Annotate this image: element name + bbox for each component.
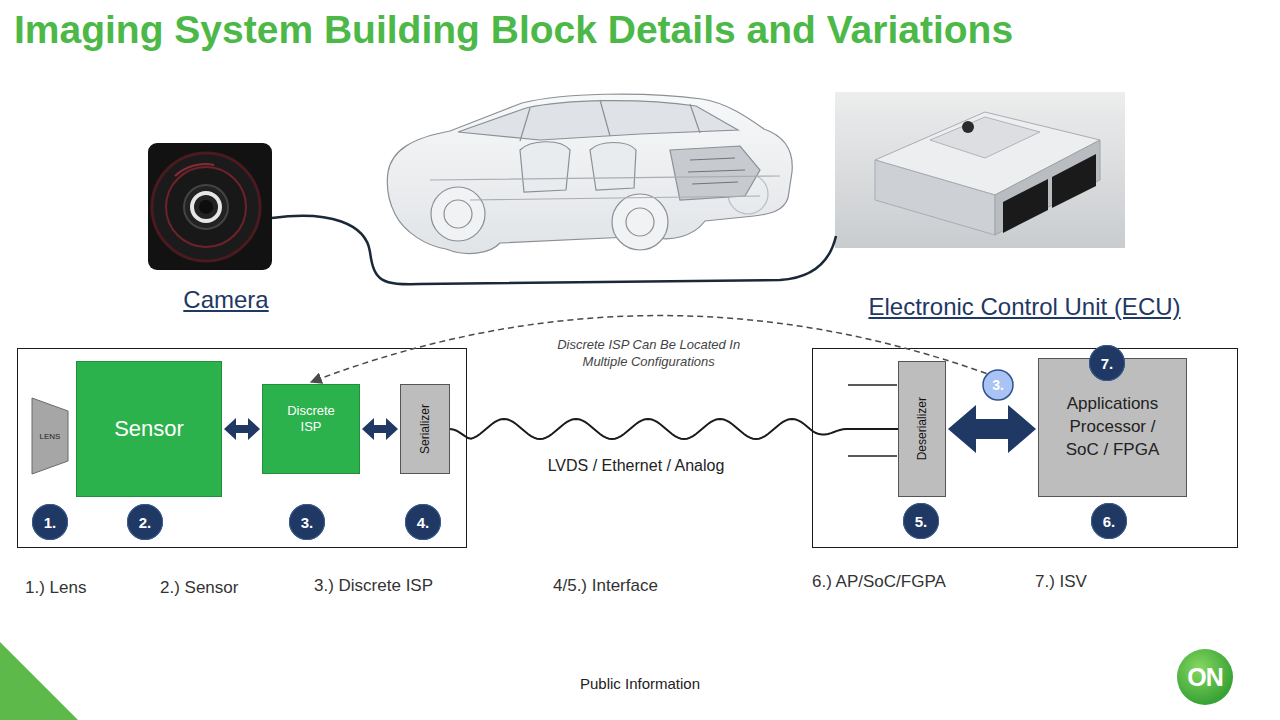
node-label: Serializer	[418, 404, 432, 454]
isp-option-circle: 3.	[982, 369, 1014, 401]
callout-number: 6.	[1091, 503, 1127, 539]
callout-number: 4.	[405, 504, 441, 540]
ecu-photo	[835, 92, 1125, 248]
ecu-module-box: Electronic Control Unit (ECU)Deserialize…	[812, 348, 1238, 548]
double-arrow	[362, 418, 398, 440]
connector-label: Discrete ISP Can Be Located In Multiple …	[556, 336, 742, 371]
isp-box: Discrete ISP	[262, 384, 360, 474]
node-label: Camera	[126, 286, 326, 314]
car-body	[387, 94, 792, 253]
part-caption: 3.) Discrete ISP	[314, 576, 433, 596]
connector-label: LVDS / Ethernet / Analog	[548, 457, 725, 475]
ecu-connector	[1003, 179, 1048, 233]
car-engine-detail	[688, 158, 745, 184]
camera-lens-ring	[152, 153, 260, 261]
car-wheel-hub	[444, 200, 472, 228]
part-caption: 1.) Lens	[25, 578, 86, 598]
part-caption: 7.) ISV	[1035, 572, 1087, 592]
node-label: Electronic Control Unit (ECU)	[813, 293, 1236, 321]
car-pillars	[520, 100, 700, 141]
company-logo: ON	[1177, 649, 1233, 705]
lens-outline	[32, 398, 68, 474]
car-seat	[590, 143, 636, 191]
sensor-box: Sensor	[76, 361, 222, 497]
car-seat	[520, 142, 570, 192]
car-windows	[458, 101, 738, 140]
camera-lens-center	[199, 200, 213, 214]
car-wheel	[612, 194, 668, 250]
node-label: Deserializer	[915, 397, 929, 460]
camera-lens-ring	[166, 167, 246, 247]
ecu-connector	[1052, 154, 1096, 208]
ecu-vent	[962, 121, 974, 133]
double-arrow	[224, 418, 260, 440]
car-wheel-hub	[626, 208, 654, 236]
input-stub-line	[848, 455, 897, 457]
node-label: Sensor	[114, 416, 184, 442]
lens-block: LENS	[32, 398, 68, 474]
part-caption: 2.) Sensor	[160, 578, 238, 598]
camera-module-box: CameraLENSSensorDiscrete ISPSerializer	[17, 348, 467, 548]
node-label: 3.	[992, 377, 1004, 393]
part-caption: 6.) AP/SoC/FGPA	[812, 572, 946, 592]
double-arrow	[948, 405, 1036, 453]
callout-number: 2.	[127, 504, 163, 540]
camera-lens-highlight	[175, 164, 214, 176]
car-illustration	[387, 94, 792, 253]
callout-number: 3.	[289, 504, 325, 540]
callout-number: 5.	[903, 503, 939, 539]
car-engine	[670, 146, 760, 200]
ecu-housing-raised	[930, 117, 1040, 158]
footer-note: Public Information	[580, 675, 700, 692]
deserializer-box: Deserializer	[898, 361, 946, 497]
camera-cable	[272, 216, 836, 284]
car-frame-line	[430, 176, 780, 200]
ecu-housing-front	[995, 140, 1100, 235]
corner-triangle	[0, 642, 78, 720]
camera-lens-ring	[184, 185, 228, 229]
callout-number: 1.	[32, 504, 68, 540]
circle-outline	[983, 370, 1013, 400]
signal-wave-line	[450, 419, 898, 439]
dashed-arrow	[311, 316, 987, 382]
input-stub-line	[848, 384, 897, 386]
node-label: Discrete ISP	[276, 403, 346, 434]
slide-title: Imaging System Building Block Details an…	[14, 8, 1013, 52]
camera-photo	[148, 143, 272, 270]
car-wheel	[431, 187, 485, 241]
callout-number: 7.	[1089, 345, 1125, 381]
node-label: LENS	[40, 432, 61, 441]
camera-lens-glass	[192, 193, 220, 221]
node-label: Applications Processor / SoC / FPGA	[1054, 393, 1172, 462]
ecu-housing-side	[875, 160, 995, 235]
serializer-box: Serializer	[400, 384, 450, 474]
part-caption: 4/5.) Interface	[553, 576, 658, 596]
